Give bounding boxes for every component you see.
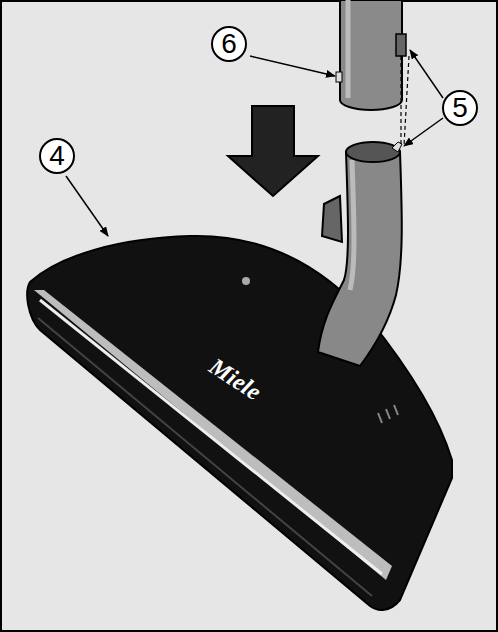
callout-number: 6: [211, 26, 247, 62]
callout-number: 4: [39, 138, 75, 174]
callout-number: 5: [442, 90, 478, 126]
